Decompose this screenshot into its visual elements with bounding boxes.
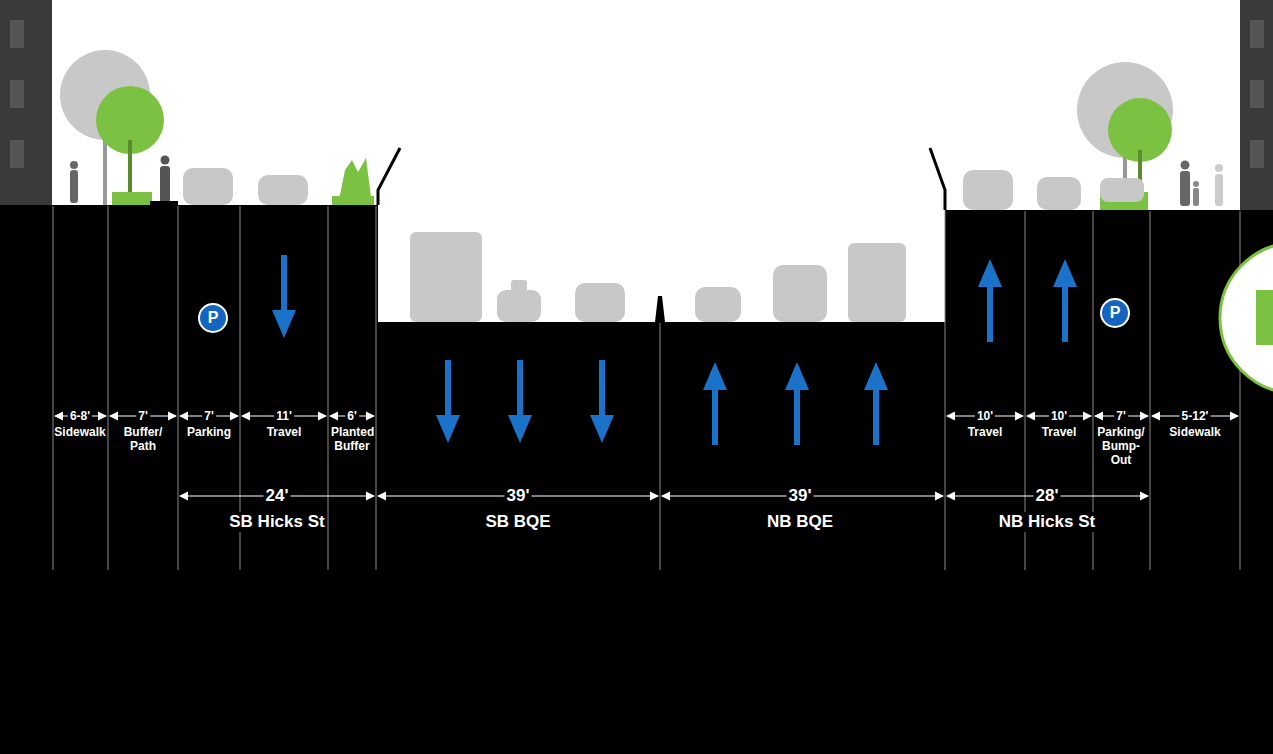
total-width: 24' (264, 486, 291, 506)
total-width: 39' (787, 486, 814, 506)
total-width: 28' (1034, 486, 1061, 506)
dimension: 7' (1114, 409, 1128, 423)
dimension: 7' (202, 409, 216, 423)
lane-name: Travel (252, 425, 316, 439)
roadway-name: NB Hicks St (997, 512, 1097, 532)
lane-name: Parking (177, 425, 241, 439)
lane-name: Parking/ Bump- Out (1095, 425, 1147, 467)
lane-name: Buffer/ Path (116, 425, 170, 453)
lane-name: Travel (1027, 425, 1091, 439)
parking-icon: P (198, 303, 228, 333)
dimension: 11' (274, 409, 294, 423)
parking-icon: P (1100, 298, 1130, 328)
lane-name: Travel (953, 425, 1017, 439)
dimension: 10' (975, 409, 995, 423)
icon-letter: P (208, 309, 219, 327)
lane-name: Sidewalk (1163, 425, 1227, 439)
dimension: 10' (1049, 409, 1069, 423)
roadway-name: NB BQE (765, 512, 835, 532)
lane-name: Sidewalk (48, 425, 112, 439)
roadway-name: SB Hicks St (227, 512, 326, 532)
roadway-name: SB BQE (483, 512, 552, 532)
dimension: 7' (136, 409, 150, 423)
total-width: 39' (505, 486, 532, 506)
dimension: 6' (345, 409, 359, 423)
icon-letter: P (1110, 304, 1121, 322)
dimension: 5-12' (1180, 409, 1211, 423)
dimension: 6-8' (68, 409, 92, 423)
lane-name: Planted Buffer (329, 425, 375, 453)
